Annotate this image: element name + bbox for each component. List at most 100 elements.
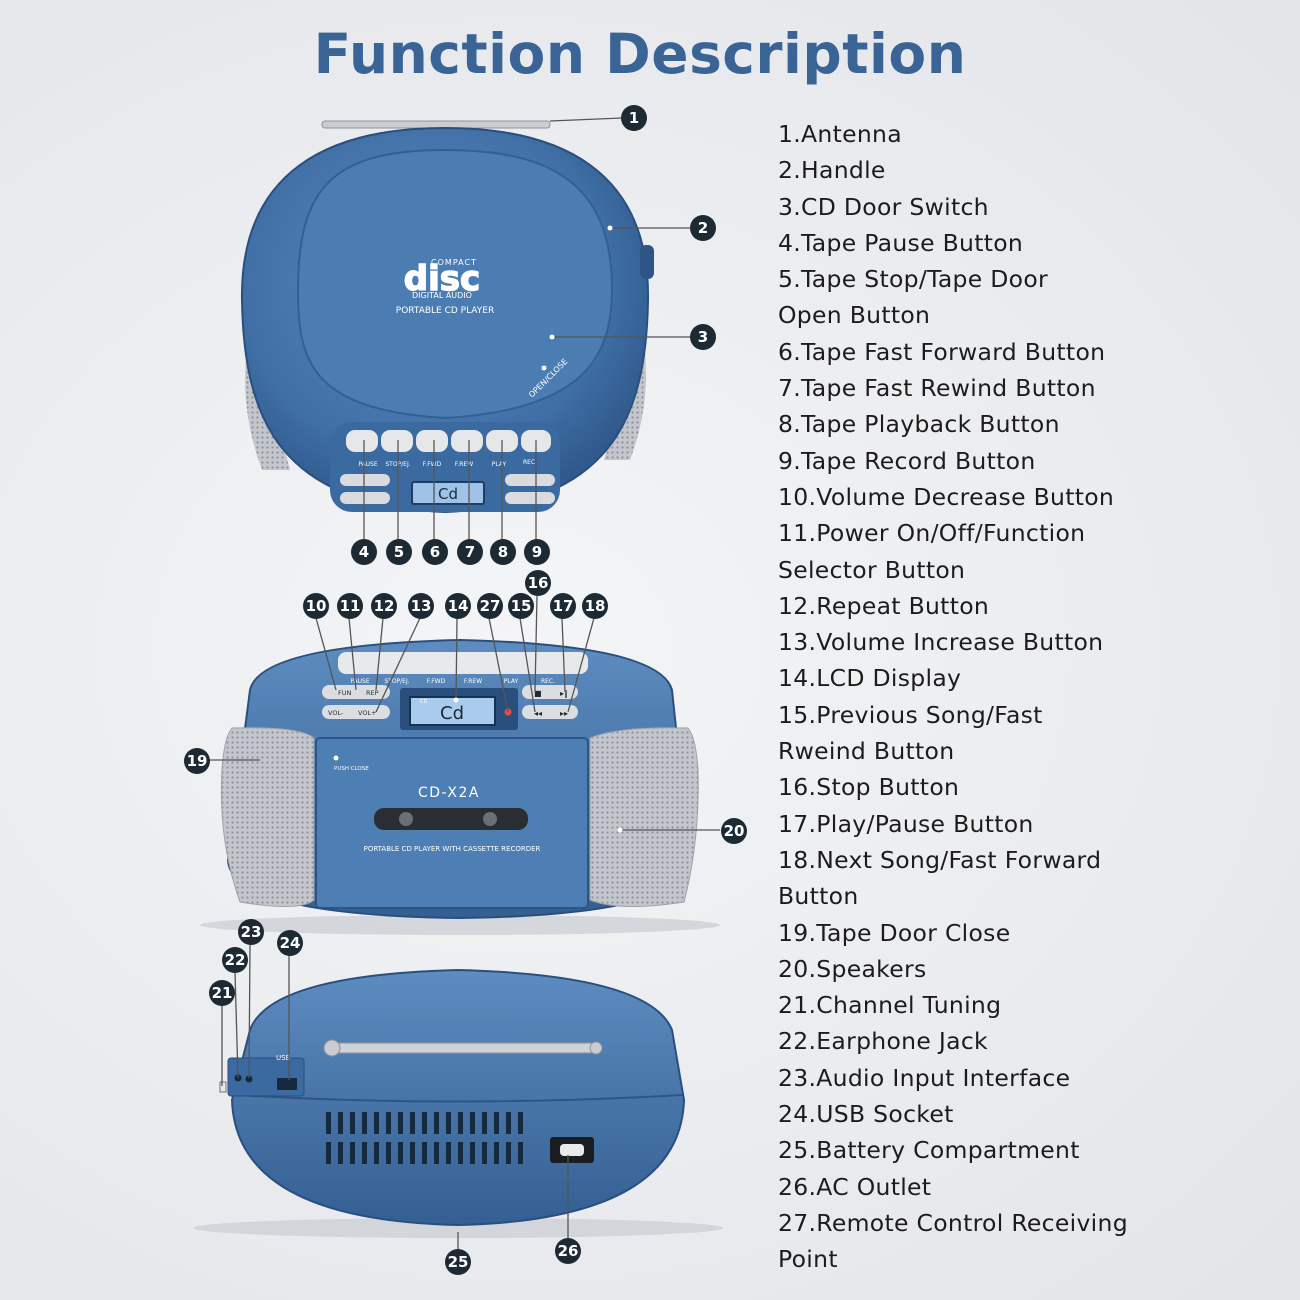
svg-text:▸▸: ▸▸ — [560, 709, 568, 718]
svg-text:5: 5 — [394, 543, 404, 561]
front-view: PAUSE STOP/EJ. F.FWD F.REW PLAY REC. FUN… — [200, 638, 720, 935]
right-speaker — [589, 727, 699, 907]
push-close-label: PUSH CLOSE — [334, 766, 369, 772]
svg-text:24: 24 — [280, 934, 301, 952]
svg-text:2: 2 — [698, 219, 708, 237]
svg-text:10: 10 — [306, 597, 327, 615]
legend-item: 15.Previous Song/Fast — [778, 700, 1043, 729]
legend-item: 27.Remote Control Receiving — [778, 1208, 1128, 1237]
front-lcd-text: Cd — [440, 703, 464, 724]
compact-disc-logo: disc — [404, 259, 480, 299]
svg-text:4: 4 — [359, 543, 369, 561]
svg-text:3: 3 — [698, 328, 708, 346]
function-legend: 1.Antenna 2.Handle 3.CD Door Switch 4.Ta… — [778, 116, 1128, 1278]
legend-item: 11.Power On/Off/Function — [778, 519, 1086, 548]
callout-5: 5 — [386, 539, 412, 565]
callout-26: 26 — [555, 1238, 581, 1264]
legend-item: 22.Earphone Jack — [778, 1027, 988, 1056]
legend-item: 20.Speakers — [778, 954, 927, 983]
vol-plus-label: VOL+ — [358, 709, 377, 717]
svg-text:12: 12 — [374, 597, 395, 615]
legend-item: 18.Next Song/Fast Forward — [778, 845, 1102, 874]
page-title: Function Description — [313, 22, 967, 86]
svg-text:◂◂: ◂◂ — [534, 709, 542, 718]
callout-21: 21 — [209, 980, 235, 1006]
callout-8: 8 — [490, 539, 516, 565]
legend-item: Rweind Button — [778, 737, 955, 766]
top-lcd — [411, 481, 485, 505]
digital-audio-text: DIGITAL AUDIO — [412, 291, 472, 300]
callout-25: 25 — [445, 1249, 471, 1275]
legend-item: 3.CD Door Switch — [778, 192, 989, 221]
svg-text:26: 26 — [558, 1242, 579, 1260]
legend-item: Button — [778, 882, 859, 911]
legend-item: Selector Button — [778, 555, 966, 584]
svg-text:7: 7 — [465, 543, 475, 561]
callout-23: 23 — [238, 919, 264, 945]
front-label-play: PLAY — [504, 678, 519, 685]
cassette-caption: PORTABLE CD PLAYER WITH CASSETTE RECORDE… — [364, 845, 541, 853]
callout-14: 14 — [445, 593, 471, 619]
handle-knob — [640, 245, 654, 279]
svg-text:25: 25 — [448, 1253, 469, 1271]
callout-10: 10 — [303, 593, 329, 619]
callout-15: 15 — [508, 593, 534, 619]
legend-item: 19.Tape Door Close — [778, 918, 1011, 947]
legend-item: Open Button — [778, 301, 931, 330]
svg-text:1: 1 — [629, 109, 639, 127]
left-speaker — [220, 727, 315, 908]
legend-item: 2.Handle — [778, 156, 886, 185]
svg-text:9: 9 — [532, 543, 542, 561]
svg-text:27: 27 — [480, 597, 501, 615]
legend-item: 21.Channel Tuning — [778, 991, 1002, 1020]
legend-item: 6.Tape Fast Forward Button — [778, 337, 1106, 366]
legend-item: 13.Volume Increase Button — [778, 628, 1104, 657]
svg-text:22: 22 — [225, 951, 246, 969]
back-antenna — [329, 1042, 599, 1054]
svg-text:16: 16 — [528, 574, 549, 592]
leader-lines — [210, 117, 720, 1250]
svg-text:6: 6 — [430, 543, 440, 561]
usb-label: USB — [276, 1054, 291, 1062]
legend-item: 23.Audio Input Interface — [778, 1063, 1071, 1092]
callout-19: 19 — [184, 748, 210, 774]
open-close-dot — [541, 365, 547, 371]
legend-item: 25.Battery Compartment — [778, 1136, 1080, 1165]
svg-text:■: ■ — [534, 689, 542, 698]
callout-7: 7 — [457, 539, 483, 565]
legend-item: 5.Tape Stop/Tape Door — [778, 265, 1048, 294]
callout-22: 22 — [222, 947, 248, 973]
legend-item: 9.Tape Record Button — [778, 446, 1036, 475]
legend-item: 8.Tape Playback Button — [778, 410, 1060, 439]
svg-text:20: 20 — [724, 822, 745, 840]
label-frew: F.REW — [455, 461, 473, 468]
compact-disc-small: COMPACT — [431, 258, 477, 267]
callout-18: 18 — [582, 593, 608, 619]
legend-item: 14.LCD Display — [778, 664, 962, 693]
back-vents — [326, 1112, 523, 1164]
callout-24: 24 — [277, 930, 303, 956]
callout-6: 6 — [422, 539, 448, 565]
front-label-stop: STOP/EJ. — [384, 678, 409, 685]
label-play: PLAY — [492, 461, 507, 468]
antenna — [321, 120, 551, 129]
svg-text:19: 19 — [187, 752, 208, 770]
svg-text:14: 14 — [448, 597, 469, 615]
svg-text:23: 23 — [241, 923, 262, 941]
rep-button-label: REP — [366, 689, 379, 697]
top-view: COMPACT disc DIGITAL AUDIO PORTABLE CD P… — [240, 120, 654, 514]
callout-13: 13 — [408, 593, 434, 619]
legend-item: 24.USB Socket — [778, 1100, 954, 1129]
legend-item: 17.Play/Pause Button — [778, 809, 1034, 838]
front-lcd — [409, 696, 496, 726]
top-tape-buttons — [346, 430, 551, 452]
callout-17: 17 — [550, 593, 576, 619]
label-rec: REC. — [523, 459, 537, 466]
callout-16: 16 — [525, 570, 551, 596]
fun-button-label: FUN — [338, 689, 351, 697]
legend-item: 4.Tape Pause Button — [778, 228, 1024, 257]
front-label-frew: F.REW — [464, 678, 482, 685]
svg-text:17: 17 — [553, 597, 574, 615]
callout-2: 2 — [690, 215, 716, 241]
legend-item: 12.Repeat Button — [778, 591, 990, 620]
